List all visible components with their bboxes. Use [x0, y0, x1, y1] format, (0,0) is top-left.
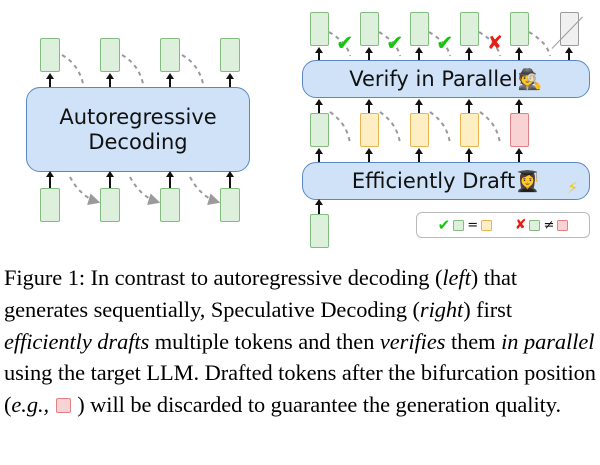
lightning-bolt-icon: ⚡ — [567, 178, 579, 197]
caption-em-right: right — [419, 296, 464, 322]
detective-icon: 🕵️ — [517, 66, 543, 91]
verify-check-icon: ✔ — [436, 31, 454, 55]
caption-em-inparallel: in parallel — [501, 328, 595, 354]
legend-match-item: ✔ = — [437, 216, 493, 234]
caption-suffix: ) will be discarded to guarantee the gen… — [71, 392, 562, 418]
legend-yellow-square-icon — [481, 219, 493, 231]
autoregressive-block-label-line2: Decoding — [88, 129, 188, 154]
verify-check-icon: ✔ — [336, 31, 354, 55]
caption-mid3: multiple tokens and then — [149, 328, 380, 354]
autoregressive-decoding-block: Autoregressive Decoding — [26, 87, 250, 172]
verify-in-parallel-block: Verify in Parallel 🕵️ — [302, 60, 590, 98]
caption-em-eg: e.g., — [11, 392, 50, 418]
verify-check-icon: ✔ — [386, 31, 404, 55]
legend-box: ✔ = ✘ ≠ — [416, 212, 590, 238]
verify-output-token — [410, 12, 429, 46]
verify-output-token — [460, 12, 479, 46]
legend-red-square-icon — [557, 219, 569, 231]
student-reading-icon: 👩‍🎓 — [515, 168, 541, 193]
left-output-token — [160, 38, 180, 72]
caption-mid2: ) first — [463, 296, 512, 322]
caption-em-left: left — [442, 265, 471, 290]
caption-mid4: them — [445, 328, 502, 354]
figure-panel: Autoregressive Decoding ✔ ✔ ✔ ✘ Verify i… — [26, 12, 590, 248]
legend-green-square-icon — [529, 219, 541, 231]
left-input-token — [160, 188, 180, 222]
draft-token — [360, 113, 379, 147]
figure-caption: Figure 1: In contrast to autoregressive … — [4, 262, 596, 421]
caption-mid6 — [49, 392, 55, 417]
left-output-token — [40, 38, 60, 72]
caption-em-verifies: verifies — [379, 328, 446, 354]
legend-mismatch-item: ✘ ≠ — [515, 217, 569, 233]
verify-cross-icon: ✘ — [487, 32, 503, 54]
draft-token-accepted — [310, 113, 329, 147]
caption-mid1: ) that generates sequentially, Speculati… — [4, 265, 518, 322]
efficiently-draft-block: Efficiently Draft 👩‍🎓 — [302, 162, 590, 200]
legend-not-equals-symbol: ≠ — [543, 217, 555, 233]
caption-prefix: Figure 1: In contrast to autoregressive … — [4, 265, 443, 290]
caption-em-drafts: efficiently drafts — [4, 328, 150, 354]
draft-token — [410, 113, 429, 147]
left-input-token — [220, 188, 240, 222]
left-input-token — [40, 188, 60, 222]
verify-output-token — [510, 12, 529, 46]
left-output-token — [220, 38, 240, 72]
left-output-token — [100, 38, 120, 72]
discarded-token — [560, 12, 579, 46]
legend-green-square-icon — [453, 219, 465, 231]
draft-block-label: Efficiently Draft — [351, 168, 516, 193]
autoregressive-block-label-line1: Autoregressive — [59, 105, 217, 130]
legend-check-icon: ✔ — [437, 216, 451, 234]
draft-token-rejected — [510, 113, 529, 147]
verify-block-label: Verify in Parallel — [349, 66, 518, 91]
verify-output-token — [310, 12, 329, 46]
caption-red-square-icon — [55, 398, 71, 414]
left-input-token — [100, 188, 120, 222]
verify-output-token — [360, 12, 379, 46]
legend-equals-symbol: = — [467, 217, 479, 233]
draft-token — [460, 113, 479, 147]
legend-cross-icon: ✘ — [514, 217, 527, 233]
caption-mid5: using the target LLM. Drafted tokens aft… — [4, 360, 596, 418]
draft-input-token — [310, 214, 329, 248]
